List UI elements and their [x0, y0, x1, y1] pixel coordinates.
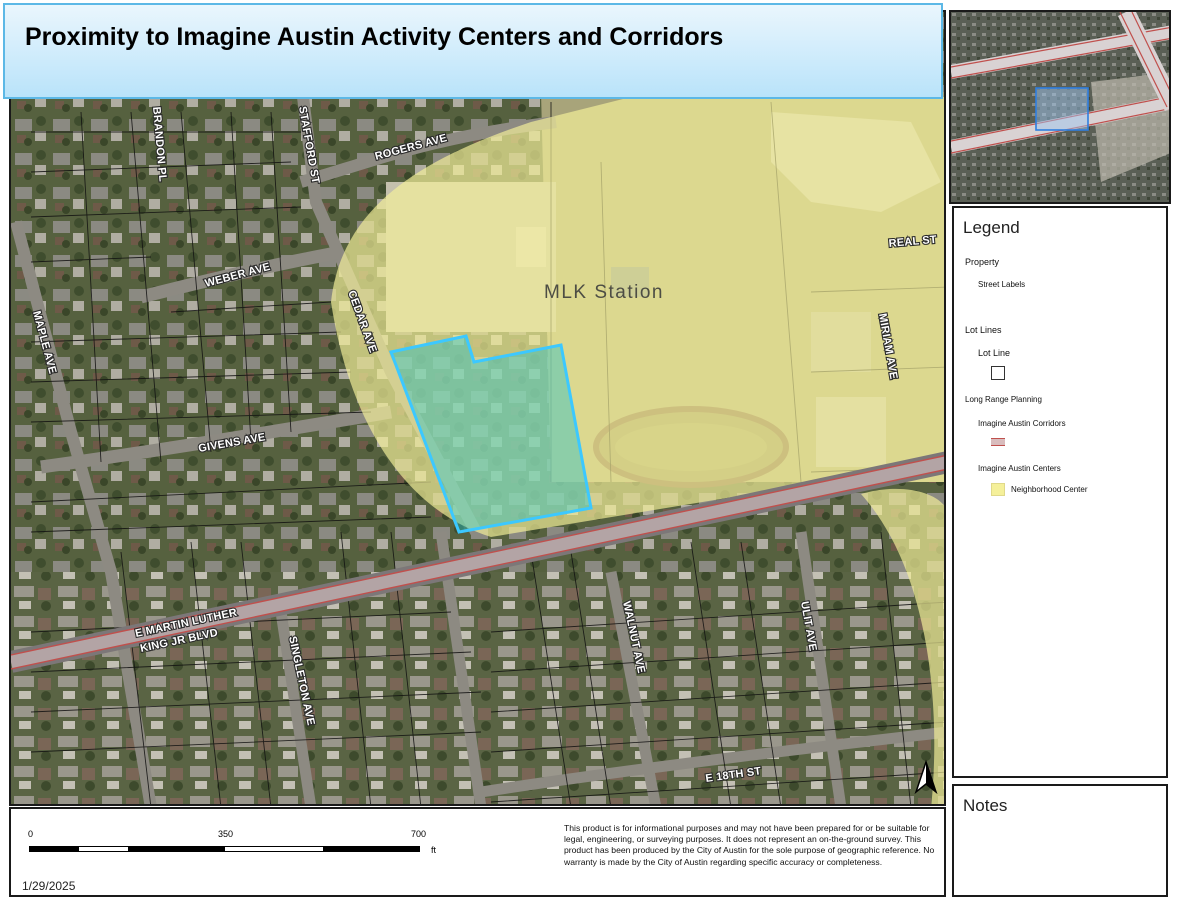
- corridor-swatch: [991, 438, 1005, 446]
- scale-bar: [29, 846, 420, 852]
- neighborhood-center-swatch: [991, 483, 1005, 496]
- overview-map[interactable]: [949, 10, 1171, 204]
- map-date: 1/29/2025: [22, 879, 76, 893]
- north-arrow-icon: [914, 759, 938, 795]
- legend-long-range-planning: Long Range Planning: [965, 395, 1042, 404]
- legend-centers: Imagine Austin Centers: [978, 464, 1061, 473]
- neighborhood-center-area-east: [861, 488, 944, 804]
- map-footer: 0 350 700 ft This product is for informa…: [9, 807, 946, 897]
- legend-property: Property: [965, 257, 1000, 267]
- property-parcel: [388, 334, 593, 534]
- imagine-austin-corridor-line: [11, 455, 944, 656]
- map-view[interactable]: ROGERS AVE STAFFORD ST BRANDON PL WEBER …: [9, 10, 946, 806]
- legend-street-labels: Street Labels: [978, 280, 1026, 289]
- overview-extent-box: [1035, 87, 1089, 131]
- legend-corridors: Imagine Austin Corridors: [978, 419, 1066, 428]
- legend-lot-line: Lot Line: [978, 348, 1011, 358]
- scale-unit: ft: [431, 845, 437, 855]
- legend-title: Legend: [963, 218, 1020, 237]
- disclaimer-text: This product is for informational purpos…: [564, 823, 935, 867]
- legend-lot-lines-group: Lot Lines: [965, 325, 1002, 335]
- notes-title: Notes: [963, 796, 1008, 815]
- title-banner: Proximity to Imagine Austin Activity Cen…: [3, 3, 943, 99]
- scale-label-max: 700: [411, 829, 427, 839]
- map-canvas[interactable]: ROGERS AVE STAFFORD ST BRANDON PL WEBER …: [11, 12, 946, 806]
- scale-label-zero: 0: [28, 829, 34, 839]
- scale-label-mid: 350: [218, 829, 234, 839]
- neighborhood-center-area: [331, 97, 944, 537]
- notes-panel: Notes: [952, 784, 1168, 897]
- street-label-real: REAL ST: [888, 234, 937, 250]
- legend-neighborhood-center: Neighborhood Center: [1011, 485, 1088, 494]
- legend-panel: Legend Property Street Labels Lot Lines …: [952, 206, 1168, 778]
- lot-line-swatch: [991, 366, 1005, 380]
- place-label: MLK Station: [544, 282, 664, 303]
- overview-map-canvas: [951, 12, 1169, 202]
- map-title: Proximity to Imagine Austin Activity Cen…: [25, 23, 724, 51]
